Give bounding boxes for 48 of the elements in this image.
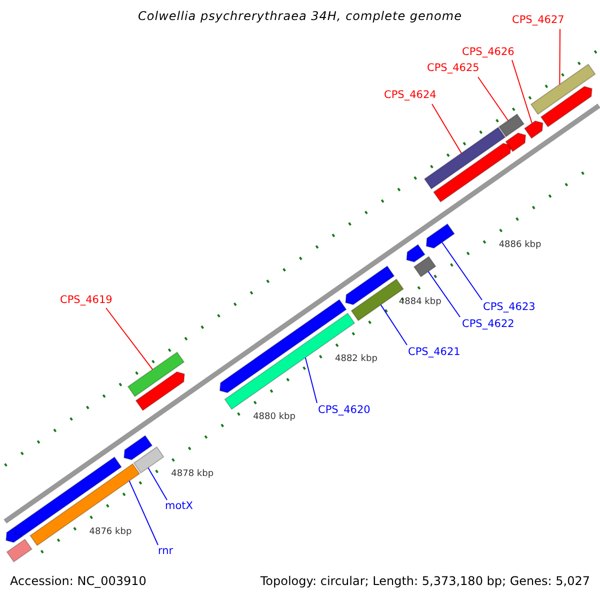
gene-feature — [406, 244, 426, 262]
leader-line — [128, 480, 158, 546]
scale-label: 4880 kbp — [253, 410, 296, 423]
scale-label: 4882 kbp — [335, 353, 378, 366]
gene-label: CPS_4626 — [462, 46, 514, 58]
gene-label: rnr — [158, 545, 174, 557]
leader-line — [106, 308, 154, 370]
accession-text: Accession: NC_003910 — [10, 575, 146, 587]
gene-feature — [432, 142, 512, 203]
gene-feature — [530, 64, 596, 115]
gene-feature — [540, 86, 592, 128]
gene-label: CPS_4627 — [512, 14, 564, 26]
gene-feature — [524, 120, 544, 139]
gene-label: CPS_4620 — [318, 404, 370, 416]
scale-label: 4884 kbp — [398, 296, 442, 308]
gene-label: CPS_4625 — [427, 62, 480, 74]
gene-feature — [135, 371, 185, 412]
gene-label: CPS_4623 — [483, 301, 536, 313]
gene-label: CPS_4622 — [462, 318, 514, 330]
leader-line — [304, 357, 318, 404]
gene-feature — [426, 223, 456, 249]
gene-feature — [6, 538, 33, 562]
gene-label: CPS_4624 — [384, 89, 436, 101]
gene-feature — [133, 446, 164, 474]
leader-line — [512, 60, 532, 124]
gene-feature — [124, 434, 153, 460]
scale-label: 4878 kbp — [171, 468, 214, 480]
leader-line — [380, 304, 408, 346]
gene-feature — [505, 132, 526, 152]
gene-feature — [498, 113, 525, 138]
scale-label: 4886 kbp — [498, 238, 542, 251]
genome-info-text: Topology: circular; Length: 5,373,180 bp; Genes: 5,027 — [260, 575, 590, 587]
gene-label: CPS_4621 — [408, 346, 460, 358]
leader-line — [428, 271, 460, 318]
gene-feature — [424, 126, 506, 190]
gene-feature — [413, 256, 436, 278]
gene-feature — [30, 463, 140, 546]
gene-feature — [345, 265, 395, 306]
leader-line — [432, 104, 462, 154]
gene-feature — [127, 352, 185, 398]
gene-label: CPS_4619 — [60, 294, 112, 306]
leader-line — [442, 242, 482, 300]
leader-line — [478, 76, 509, 121]
leader-line — [148, 467, 168, 500]
gene-label: motX — [165, 500, 193, 512]
scale-label: 4876 kbp — [89, 526, 132, 538]
title: Colwellia psychrerythraea 34H, complete genome — [138, 9, 462, 23]
leader-line — [559, 28, 560, 85]
